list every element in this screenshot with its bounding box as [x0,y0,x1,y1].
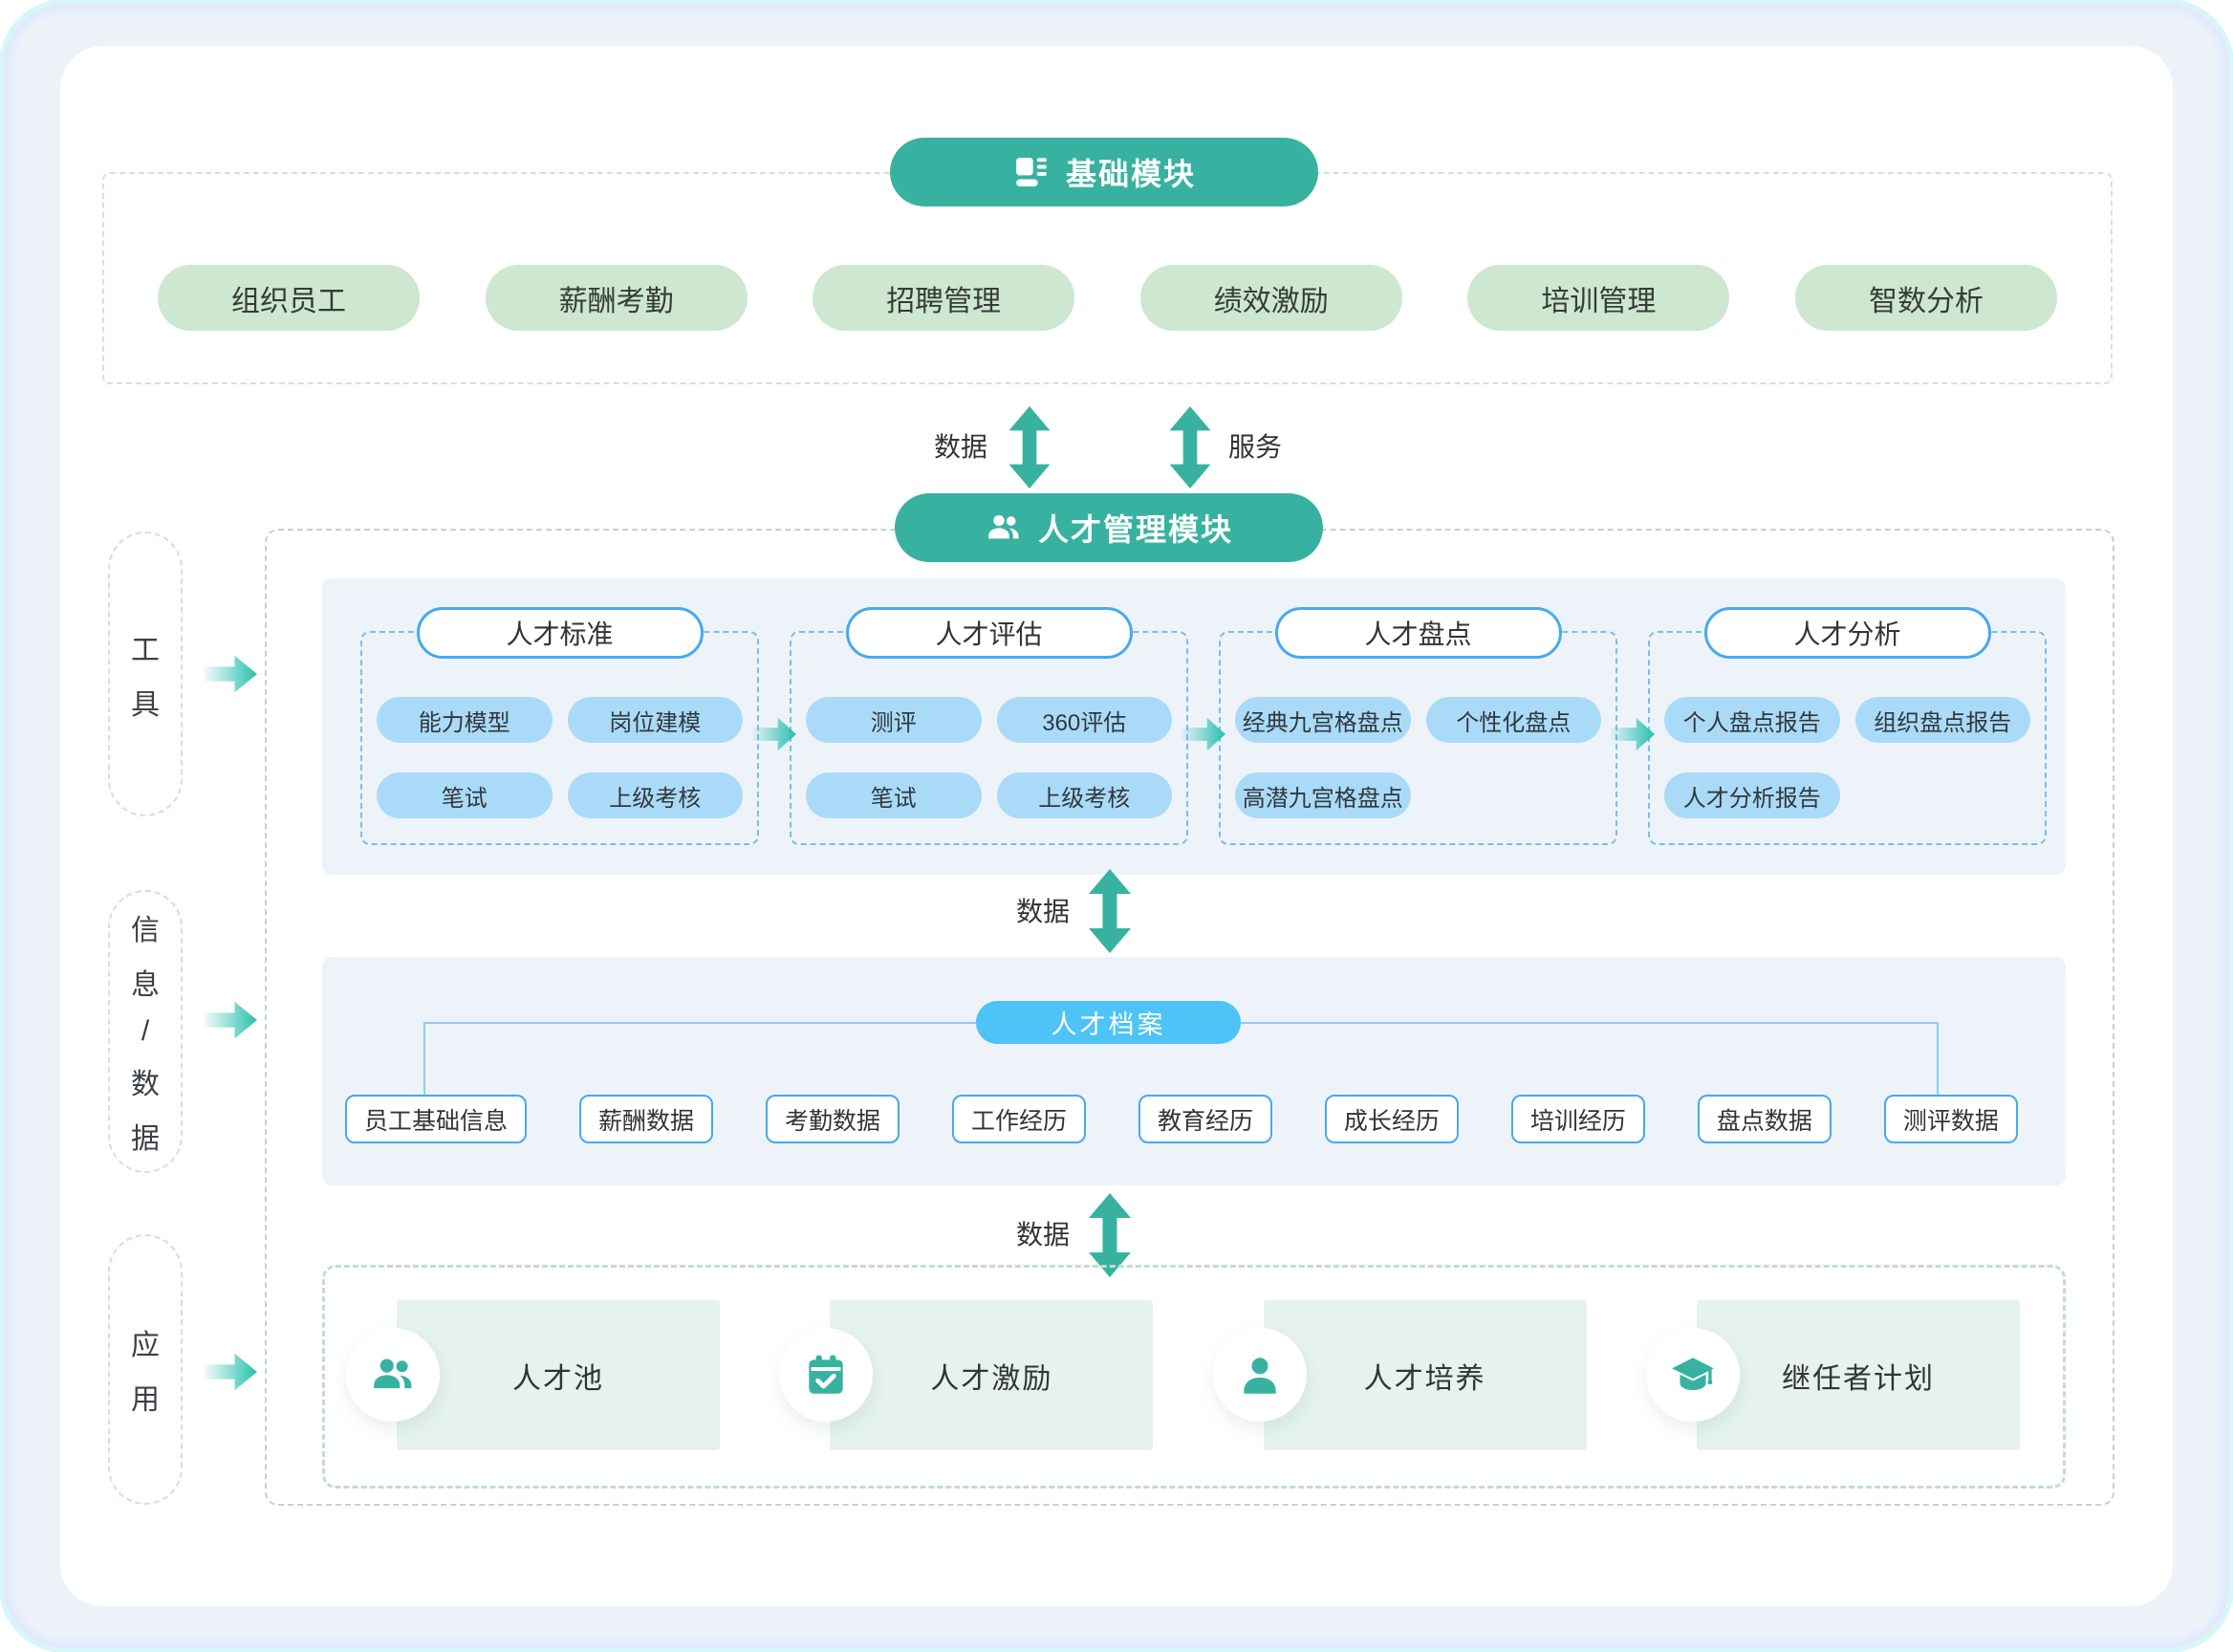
rail-label-char: / [141,1015,150,1047]
tool-group-items: 测评 360评估笔试上级考核 [791,633,1186,818]
tool-item-pill: 个性化盘点 [1425,697,1601,743]
tool-group: 人才盘点经典九宫格盘点个性化盘点高潜九宫格盘点 [1219,607,1617,845]
app-card-label: 继任者计划 [1781,1362,1935,1395]
calendar-check-icon [802,1351,850,1399]
right-arrow-icon [204,1001,257,1039]
archive-item: 测评数据 [1883,1095,2018,1143]
module-pill: 招聘管理 [813,265,1075,331]
tool-item-pill: 笔试 [377,772,553,818]
basic-module-section: 组织员工薪酬考勤招聘管理绩效激励培训管理智数分析 [102,172,2113,384]
app-card: 继任者计划 [1645,1300,2020,1450]
app-card: 人才激励 [779,1300,1154,1450]
rail-label-char: 数 [131,1069,160,1100]
grid-list-icon [1012,153,1051,191]
app-icon-circle [1212,1328,1307,1422]
users-icon [985,509,1023,547]
double-arrow-icon [1089,868,1131,954]
rail-label-char: 具 [131,688,160,721]
archive-connector-line [423,1022,425,1095]
graduation-cap-icon [1669,1351,1717,1399]
archive-item: 员工基础信息 [345,1095,528,1143]
app-card-label: 人才池 [512,1362,604,1395]
data-flow-label: 数据 [1015,1220,1070,1250]
module-pill: 薪酬考勤 [485,265,748,331]
tool-item-pill: 人才分析报告 [1664,772,1840,818]
double-arrow-icon [1169,406,1211,489]
tool-item-pill: 上级考核 [996,772,1172,818]
tool-group-title: 人才分析 [1703,607,1991,659]
double-arrow-icon [1089,1192,1131,1278]
double-arrow-icon [1008,406,1051,489]
rail-label-char: 据 [131,1123,160,1155]
app-icon-circle [346,1328,440,1422]
rail-label-char: 用 [131,1384,160,1416]
module-pill: 智数分析 [1794,265,2057,331]
data-flow-label: 数据 [1015,897,1070,926]
archive-item: 教育经历 [1138,1095,1272,1143]
archive-item: 考勤数据 [765,1095,900,1143]
rail-applications: 应用 [108,1234,183,1505]
archive-item: 薪酬数据 [578,1095,713,1143]
module-pill: 绩效激励 [1139,265,1402,331]
tool-group-items: 个人盘点报告组织盘点报告人才分析报告 [1650,633,2045,818]
tool-group: 人才评估测评 360评估笔试上级考核 [790,607,1188,845]
app-card-label: 人才培养 [1363,1362,1486,1395]
rail-label-char: 工 [131,634,160,666]
archive-item: 培训经历 [1510,1095,1645,1143]
basic-modules-row: 组织员工薪酬考勤招聘管理绩效激励培训管理智数分析 [158,265,2057,331]
rail-label-char: 信 [131,915,160,946]
talent-module-title: 人才管理模块 [1037,512,1233,547]
tool-group-title: 人才标准 [416,607,704,659]
users-icon [369,1351,417,1399]
tool-group-items: 能力模型岗位建模笔试上级考核 [362,633,757,818]
tool-group: 人才标准能力模型岗位建模笔试上级考核 [360,607,759,845]
archive-title-pill: 人才档案 [976,1001,1241,1044]
person-icon [1236,1351,1284,1399]
service-flow-label: 服务 [1228,432,1283,462]
tool-group-items: 经典九宫格盘点个性化盘点高潜九宫格盘点 [1221,633,1615,818]
tool-item-pill: 测评 [806,697,982,743]
basic-module-header-pill: 基础模块 [890,138,1318,206]
tool-group: 人才分析个人盘点报告组织盘点报告人才分析报告 [1648,607,2047,845]
module-pill: 组织员工 [158,265,420,331]
tool-item-pill: 360评估 [996,697,1172,743]
right-arrow-icon [204,1353,257,1391]
tool-item-pill: 能力模型 [377,697,553,743]
basic-module-title: 基础模块 [1065,157,1196,191]
tool-item-pill: 经典九宫格盘点 [1235,697,1411,743]
app-card: 人才培养 [1212,1300,1587,1450]
app-card: 人才池 [346,1300,720,1450]
tool-item-pill: 组织盘点报告 [1854,697,2030,743]
tool-item-pill: 个人盘点报告 [1664,697,1840,743]
right-arrow-icon [204,655,257,693]
tool-item-pill: 岗位建模 [567,697,743,743]
data-flow-label: 数据 [933,432,987,462]
rail-tools: 工具 [108,532,183,816]
app-card-label: 人才激励 [930,1362,1053,1395]
applications-section: 人才池 人才激励 人才培养 继任者计划 [322,1265,2066,1489]
tool-group-title: 人才盘点 [1274,607,1562,659]
rail-label-char: 息 [131,969,160,1001]
module-pill: 培训管理 [1467,265,1730,331]
diagram-card: 组织员工薪酬考勤招聘管理绩效激励培训管理智数分析 基础模块 数据 服务 人才管理… [60,46,2173,1606]
archive-item: 盘点数据 [1697,1095,1832,1143]
app-icon-circle [779,1328,874,1422]
tool-item-pill: 高潜九宫格盘点 [1235,772,1411,818]
archive-items-row: 员工基础信息 薪酬数据 考勤数据 工作经历 教育经历 成长经历 培训经历 盘点数据 测评数据 [322,1095,2066,1143]
app-icon-circle [1645,1328,1740,1422]
tool-item-pill: 上级考核 [567,772,743,818]
archive-panel [322,957,2066,1185]
archive-item: 工作经历 [951,1095,1086,1143]
talent-module-header-pill: 人才管理模块 [895,493,1323,562]
applications-row: 人才池 人才激励 人才培养 继任者计划 [325,1268,2063,1450]
tool-group-title: 人才评估 [845,607,1133,659]
archive-item: 成长经历 [1324,1095,1459,1143]
rail-info-data: 信息 / 数据 [108,890,183,1173]
archive-connector-line [1937,1022,1939,1095]
tool-item-pill: 笔试 [806,772,982,818]
rail-label-char: 应 [131,1330,160,1361]
